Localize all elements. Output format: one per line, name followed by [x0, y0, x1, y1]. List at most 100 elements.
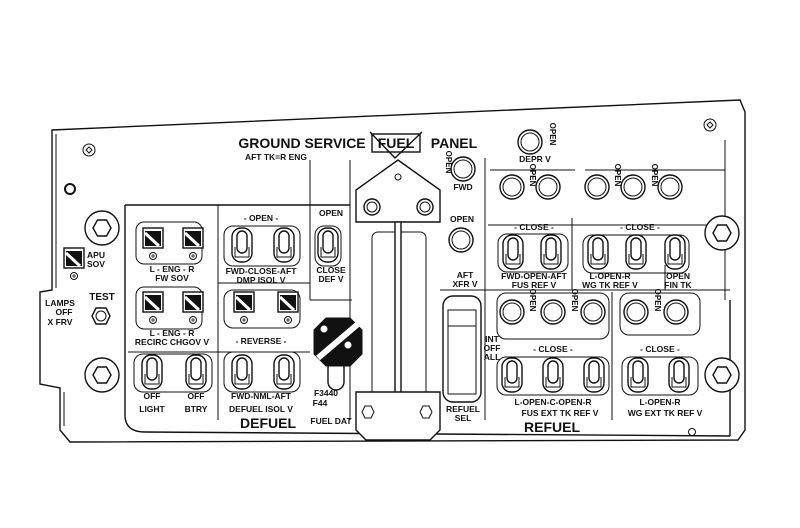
fus-ref-aft-toggle[interactable]	[540, 234, 562, 270]
fus-ext-open-label-2: OPEN	[570, 289, 579, 312]
fwd-label: FWD	[453, 182, 472, 192]
wg-tk-label: WG TK REF V	[582, 280, 638, 290]
recirc-label: RECIRC CHGOV V	[135, 337, 209, 347]
lamps-off-label: OFF	[56, 307, 73, 317]
defuel-isol-positions: FWD-NML-AFT	[231, 391, 292, 401]
fuel-dat-part1: F3440	[314, 388, 338, 398]
reverse-frame	[223, 289, 301, 329]
refuel-sel-label-1: REFUEL	[446, 404, 480, 414]
dmp-isol-fwd-toggle[interactable]	[231, 227, 253, 263]
wg-tk-ref-right-toggle[interactable]	[625, 234, 647, 270]
reverse-fwd-indicator	[232, 290, 256, 325]
screw-icon	[82, 143, 96, 157]
mounting-bolt-icon	[704, 215, 740, 251]
sel-int-label: INT	[485, 334, 500, 344]
light-off-label: OFF	[144, 391, 161, 401]
fus-ref-close-label: - CLOSE -	[514, 222, 554, 232]
title-panel: PANEL	[431, 135, 478, 151]
defuel-isol-frame	[223, 351, 301, 393]
fus-ext-right-toggle[interactable]	[583, 357, 605, 393]
dmp-isol-aft-toggle[interactable]	[273, 227, 295, 263]
xfr-v-label: XFR V	[452, 279, 477, 289]
fin-tk-toggle[interactable]	[664, 234, 686, 270]
fus-ext-center-toggle[interactable]	[542, 357, 564, 393]
fus-ext-positions: L-OPEN-C-OPEN-R	[515, 397, 592, 407]
fus-ext-close-label: - CLOSE -	[533, 344, 573, 354]
mounting-bolt-icon	[84, 357, 120, 393]
fw-sov-left-indicator	[141, 226, 165, 261]
fus-ref-positions: FWD-OPEN-AFT	[501, 271, 567, 281]
depr-v-open-light	[517, 129, 543, 155]
fus-ext-right-light	[580, 299, 606, 325]
wg-ext-right-light	[663, 299, 689, 325]
fus-ext-open-label-1: OPEN	[528, 289, 537, 312]
refuel-sel-label-2: SEL	[455, 413, 472, 423]
lamps-label: LAMPS	[45, 298, 75, 308]
refuel-title: REFUEL	[524, 419, 580, 435]
fus-ext-light-frame	[496, 292, 610, 340]
screw-icon	[64, 183, 76, 195]
defuel-isol-label: DEFUEL ISOL V	[229, 404, 293, 414]
dmp-isol-open-label: - OPEN -	[244, 213, 279, 223]
def-v-toggle[interactable]	[317, 227, 339, 263]
test-label: TEST	[89, 292, 115, 303]
light-btry-frame	[133, 353, 213, 393]
fus-ext-left-toggle[interactable]	[501, 357, 523, 393]
refuel-lever-mechanism[interactable]	[355, 131, 441, 441]
fus-ref-fwd-light	[499, 174, 525, 200]
wg-ext-light-frame	[619, 292, 701, 336]
sel-off-label: OFF	[484, 343, 501, 353]
aft-xfr-open-label: OPEN	[450, 214, 474, 224]
fus-ref-frame	[497, 233, 569, 273]
wg-ext-right-toggle[interactable]	[668, 357, 690, 393]
wg-ext-positions: L-OPEN-R	[639, 397, 680, 407]
defuel-isol-aft-toggle[interactable]	[273, 354, 295, 390]
fwd-open-light	[450, 156, 476, 182]
btry-label: BTRY	[185, 404, 208, 414]
dmp-isol-frame	[223, 225, 301, 267]
recirc-positions: L - ENG - R	[150, 328, 195, 338]
lamp-test-button[interactable]	[91, 307, 111, 325]
wg-ext-label: WG EXT TK REF V	[628, 408, 703, 418]
wg-ext-open-label: OPEN	[653, 289, 662, 312]
wg-tk-ref-left-light	[584, 174, 610, 200]
refuel-selector-switch[interactable]	[442, 295, 482, 403]
fus-ext-left-light	[499, 299, 525, 325]
fus-ext-label: FUS EXT TK REF V	[522, 408, 599, 418]
def-v-close-label: CLOSE	[316, 265, 346, 275]
fuel-dat-label: FUEL DAT	[310, 416, 352, 426]
def-v-open-label: OPEN	[319, 208, 343, 218]
light-label: LIGHT	[139, 404, 165, 414]
btry-off-label: OFF	[188, 391, 205, 401]
fw-sov-positions: L - ENG - R	[150, 264, 195, 274]
wg-tk-open-label-2: OPEN	[650, 164, 659, 187]
wg-ext-left-toggle[interactable]	[627, 357, 649, 393]
fin-tk-label: FIN TK	[664, 280, 692, 290]
wg-tk-positions: L-OPEN-R	[589, 271, 630, 281]
recirc-left-indicator	[141, 290, 165, 325]
fin-tk-open-label: OPEN	[666, 271, 690, 281]
apu-sov-indicator	[62, 246, 86, 281]
screw-icon	[703, 118, 717, 132]
screw-icon	[688, 428, 696, 436]
fus-ref-open-label: OPEN	[528, 164, 537, 187]
fuel-dat-part2: F44	[313, 398, 328, 408]
battery-toggle[interactable]	[185, 354, 207, 390]
dmp-isol-positions: FWD-CLOSE-AFT	[226, 266, 298, 276]
apu-label: APU	[87, 250, 105, 260]
mounting-bolt-icon	[704, 357, 740, 393]
wg-tk-open-label-1: OPEN	[613, 164, 622, 187]
fus-ref-fwd-toggle[interactable]	[502, 234, 524, 270]
defuel-isol-fwd-toggle[interactable]	[231, 354, 253, 390]
section-dividers	[128, 140, 730, 420]
wg-tk-close-label: - CLOSE -	[620, 222, 660, 232]
title-ground-service: GROUND SERVICE	[238, 135, 365, 151]
light-toggle[interactable]	[141, 354, 163, 390]
aft-label: AFT	[457, 270, 474, 280]
wg-tk-ref-left-toggle[interactable]	[587, 234, 609, 270]
wg-tk-ref-right-light	[620, 174, 646, 200]
panel-outline	[39, 99, 746, 443]
fuel-dat-knob[interactable]	[313, 317, 363, 391]
title-fuel: FUEL	[378, 135, 415, 151]
